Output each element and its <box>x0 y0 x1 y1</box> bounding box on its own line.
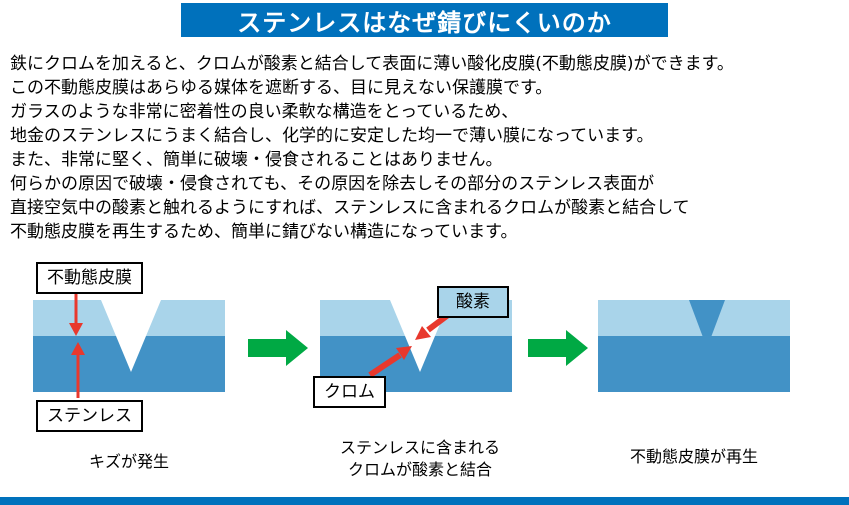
body-line: ガラスのような非常に密着性の良い柔軟な構造をとっているため、 <box>10 102 519 122</box>
label-passive-film: 不動態皮膜 <box>36 262 143 294</box>
stage1-scratch-notch <box>101 300 161 372</box>
caption-stage2: ステンレスに含まれる クロムが酸素と結合 <box>310 437 530 481</box>
page-title: ステンレスはなぜ錆びにくいのか <box>181 3 668 37</box>
bottom-divider <box>0 497 849 505</box>
caption-stage3: 不動態皮膜が再生 <box>629 447 758 466</box>
body-line: 鉄にクロムを加えると、クロムが酸素と結合して表面に薄い酸化皮膜(不動態皮膜)がで… <box>10 54 734 74</box>
caption-stage1: キズが発生 <box>88 452 169 471</box>
arrow-up-right-icon <box>368 346 412 378</box>
arrow-right-icon <box>248 330 308 366</box>
body-line: 不動態皮膜を再生するため、簡単に錆びない構造になっています。 <box>10 222 518 242</box>
label-oxygen: 酸素 <box>437 286 509 318</box>
label-chromium: クロム <box>313 376 386 408</box>
caption-stage2-line1: ステンレスに含まれる <box>339 438 500 457</box>
caption-stage2-line2: クロムが酸素と結合 <box>347 460 492 479</box>
stage1-block <box>33 300 225 392</box>
body-line: 何らかの原因で破壊・侵食されても、その原因を除去しその部分のステンレス表面が <box>10 174 655 194</box>
body-line: 地金のステンレスにうまく結合し、化学的に安定した均一で薄い膜になっています。 <box>10 126 654 146</box>
stage3-healed-notch <box>689 300 725 348</box>
stage3-stainless-layer <box>598 336 790 392</box>
stage3-block <box>598 300 790 392</box>
arrow-up-icon <box>71 342 85 398</box>
arrow-right-icon <box>528 330 588 366</box>
body-line: また、非常に堅く、簡単に破壊・侵食されることはありません。 <box>10 150 503 170</box>
body-line: 直接空気中の酸素と触れるようにすれば、ステンレスに含まれるクロムが酸素と結合して <box>10 198 690 218</box>
body-paragraph: 鉄にクロムを加えると、クロムが酸素と結合して表面に薄い酸化皮膜(不動態皮膜)がで… <box>10 52 840 244</box>
label-stainless: ステンレス <box>36 400 143 432</box>
body-line: この不動態皮膜はあらゆる媒体を遮断する、目に見えない保護膜です。 <box>10 78 553 98</box>
arrow-down-icon <box>69 293 83 336</box>
